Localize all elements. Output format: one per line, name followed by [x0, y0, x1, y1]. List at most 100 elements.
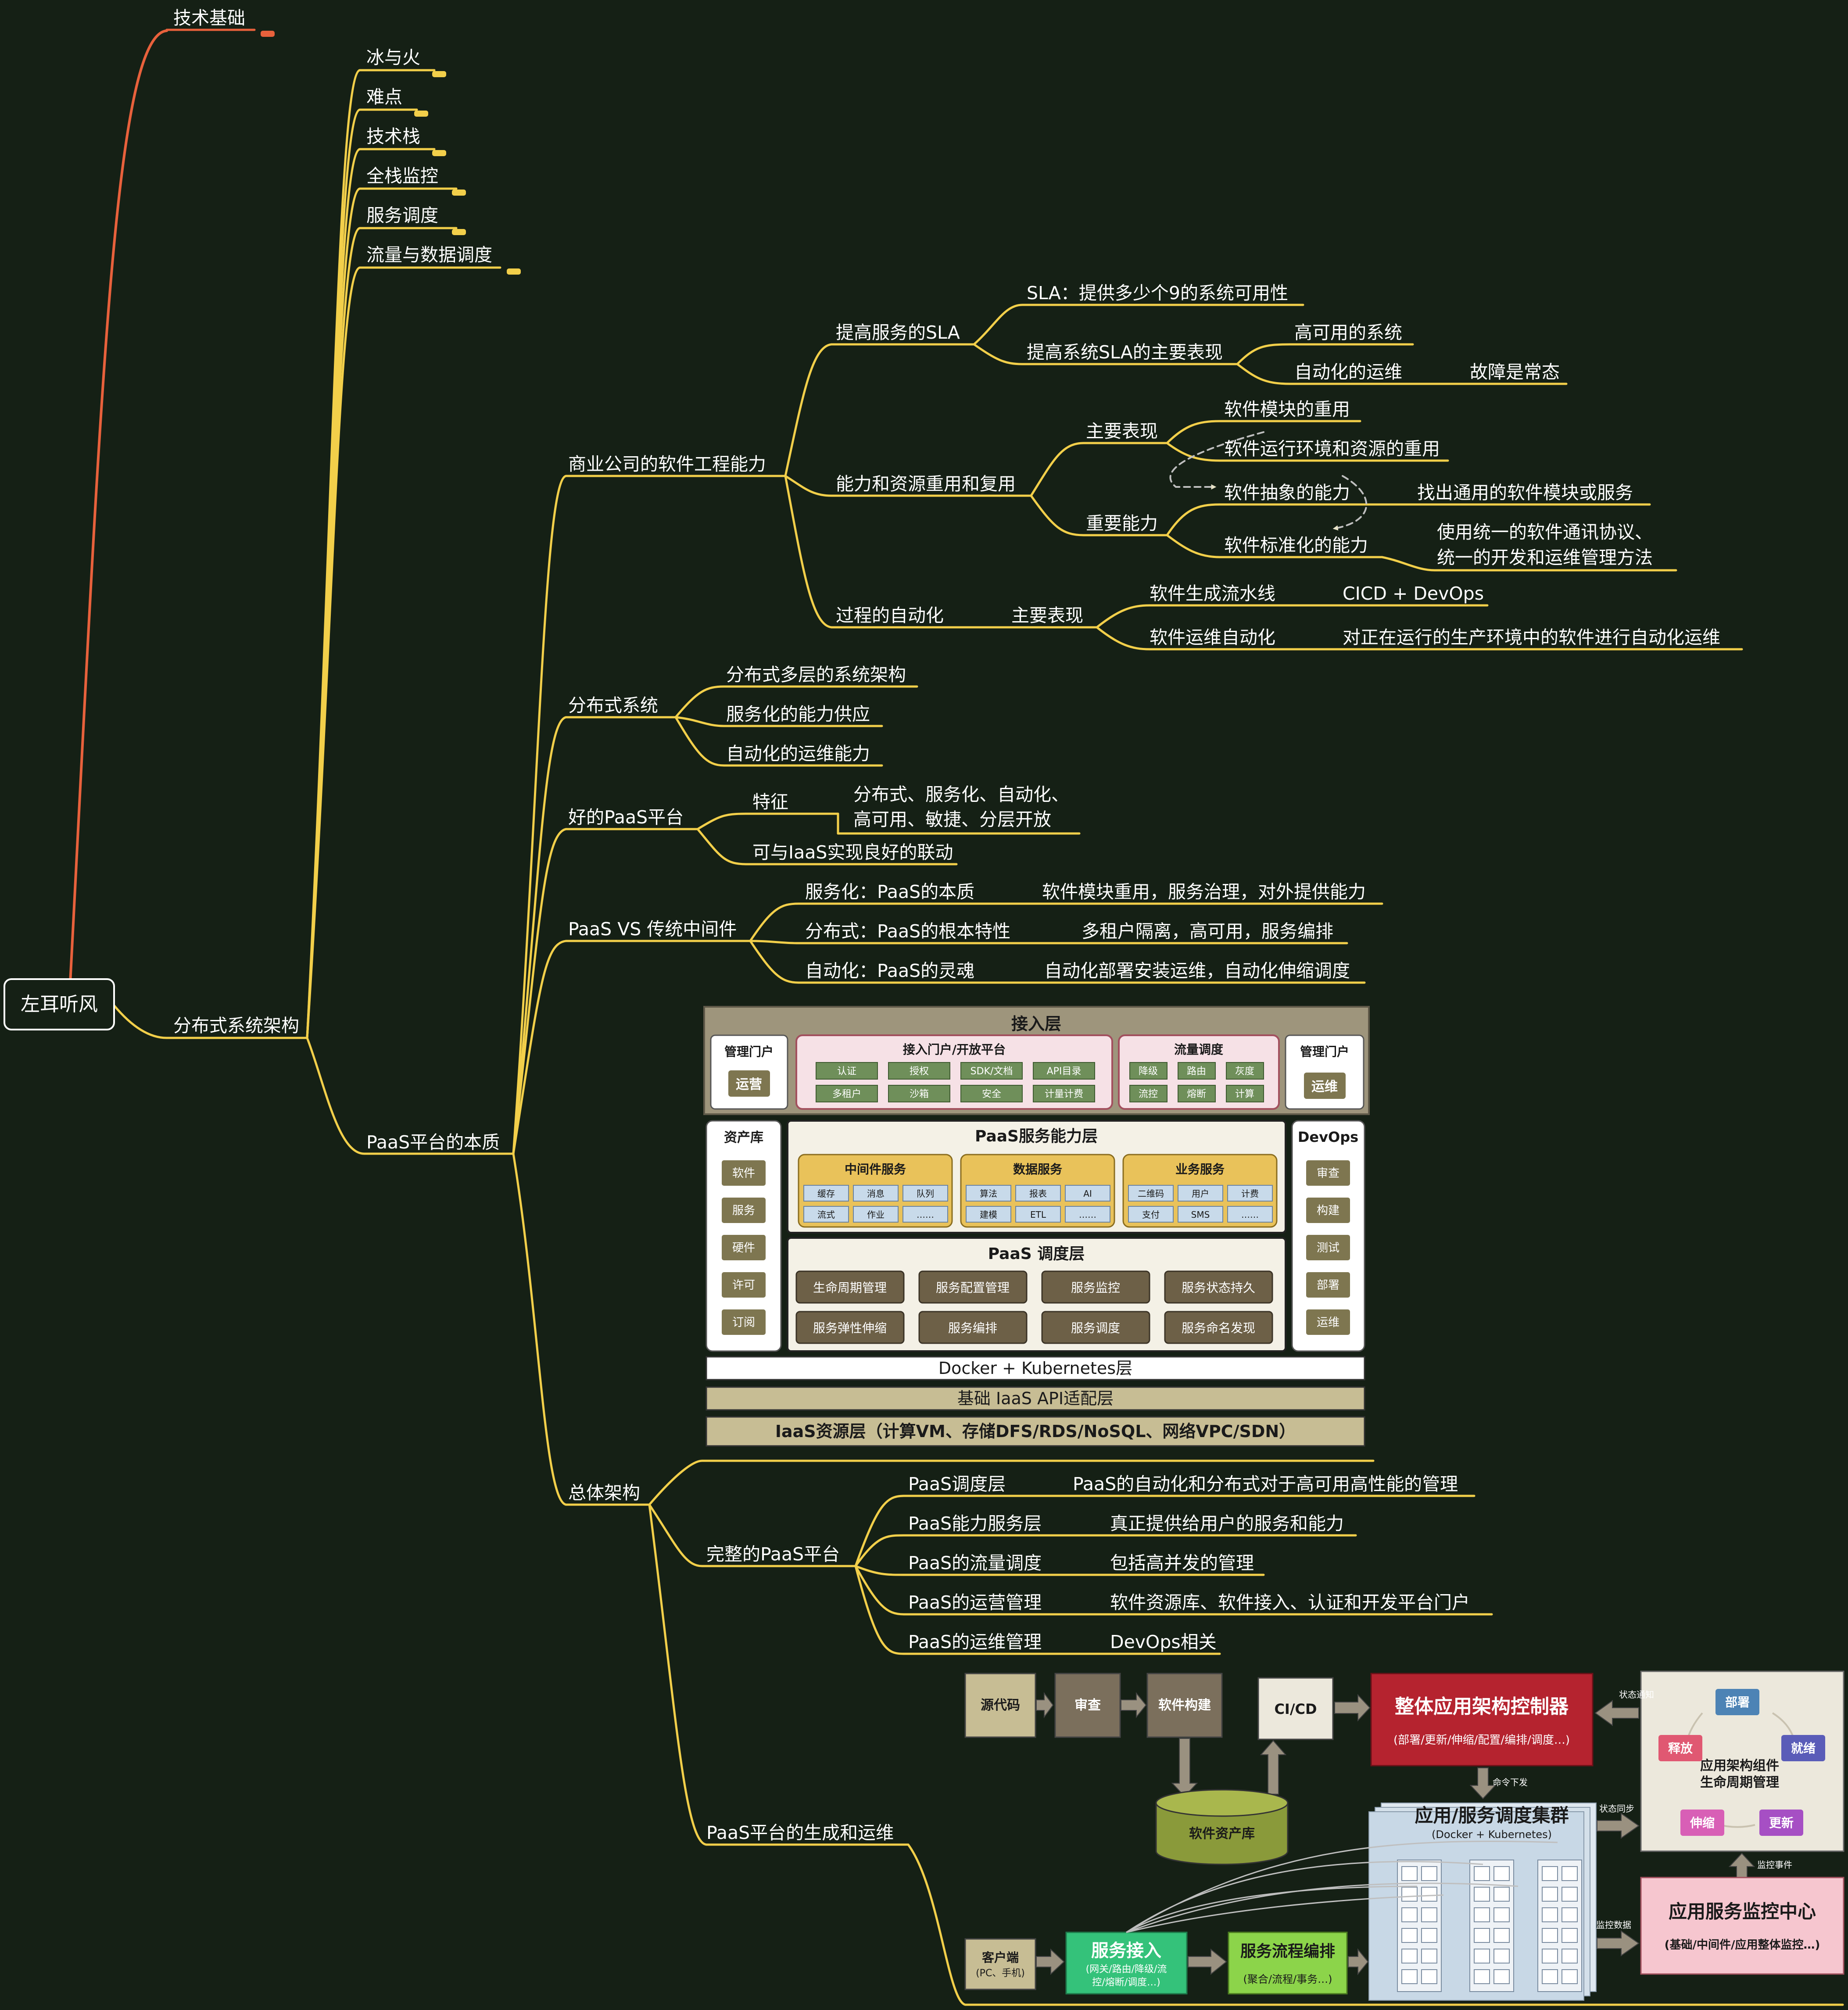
portal-item-box [888, 1085, 950, 1102]
node-vs-3b[interactable]: 自动化部署安装运维，自动化伸缩调度 [1044, 960, 1350, 981]
node-full-stack-monitor[interactable]: 全栈监控 [366, 165, 438, 186]
node-vs-2b[interactable]: 多租户隔离，高可用，服务编排 [1082, 921, 1333, 942]
scheduling-item: 服务编排 [948, 1321, 997, 1335]
node-reuse-key-2a-line1[interactable]: 使用统一的软件通讯协议、 [1437, 522, 1653, 543]
cluster-cell [1542, 1949, 1558, 1964]
node-reuse-key-2a-line2[interactable]: 统一的开发和运维管理方法 [1437, 547, 1653, 568]
node-service-scheduling[interactable]: 服务调度 [366, 205, 438, 226]
node-vs-1b[interactable]: 软件模块重用，服务治理，对外提供能力 [1042, 881, 1366, 902]
node-dist-system[interactable]: 分布式系统 [568, 695, 658, 716]
node-full-3b[interactable]: 包括高并发的管理 [1110, 1552, 1254, 1574]
node-full-2a[interactable]: PaaS能力服务层 [908, 1513, 1042, 1534]
cluster-cell [1493, 1907, 1510, 1922]
paas-flow-diagram: 源代码 审查 软件构建 CI/CD 软件资产库 整体应用架构控制器 (部署/更新… [964, 1670, 1844, 2001]
node-auto-2[interactable]: 软件运维自动化 [1150, 627, 1275, 648]
node-sla-2a[interactable]: 高可用的系统 [1294, 322, 1402, 343]
cluster-cell [1474, 1907, 1490, 1922]
node-vs[interactable]: PaaS VS 传统中间件 [568, 919, 737, 940]
node-full-4b[interactable]: 软件资源库、软件接入、认证和开发平台门户 [1110, 1592, 1470, 1613]
node-good-feat-line2[interactable]: 高可用、敏捷、分层开放 [853, 809, 1051, 830]
node-auto-main[interactable]: 主要表现 [1011, 605, 1083, 626]
capability-item: …… [917, 1209, 934, 1220]
node-full-1a[interactable]: PaaS调度层 [908, 1474, 1006, 1495]
node-good-iaas[interactable]: 可与IaaS实现良好的联动 [752, 842, 953, 863]
node-reuse-key[interactable]: 重要能力 [1086, 513, 1158, 534]
portal-item-box [960, 1085, 1023, 1102]
capability-item: 队列 [917, 1188, 934, 1199]
node-reuse-key-1[interactable]: 软件抽象的能力 [1224, 482, 1350, 503]
capability-item: 流式 [817, 1209, 835, 1220]
scheduling-item-box [795, 1311, 905, 1344]
scheduling-item-box [1041, 1311, 1150, 1344]
node-full-4a[interactable]: PaaS的运营管理 [908, 1592, 1042, 1613]
node-tech-stack[interactable]: 技术栈 [366, 126, 420, 147]
capability-item-box [1227, 1185, 1273, 1202]
capability-item: SMS [1191, 1209, 1210, 1220]
node-tech-basics[interactable]: 技术基础 [173, 7, 245, 29]
monitor-sub: (基础/中间件/应用整体监控…) [1665, 1938, 1820, 1952]
node-sla-2b-1[interactable]: 故障是常态 [1470, 361, 1560, 383]
portal-item: 计量计费 [1045, 1089, 1083, 1100]
node-ice-fire[interactable]: 冰与火 [366, 47, 420, 68]
node-sla[interactable]: 提高服务的SLA [836, 322, 960, 343]
traffic-item-box [1129, 1085, 1168, 1102]
node-automation[interactable]: 过程的自动化 [836, 605, 944, 626]
lifecycle-item: 更新 [1769, 1816, 1794, 1830]
cluster-grid [1397, 1860, 1582, 1992]
devops-item-box [1306, 1272, 1350, 1298]
collapse-indicators[interactable] [261, 31, 521, 275]
capability-item: …… [1241, 1209, 1259, 1220]
root-node[interactable]: 左耳听风 [4, 978, 115, 1030]
node-good-paas[interactable]: 好的PaaS平台 [568, 807, 684, 828]
node-auto-1[interactable]: 软件生成流水线 [1150, 583, 1275, 604]
arrow-cmd-label: 命令下发 [1493, 1777, 1528, 1788]
node-auto-2a[interactable]: 对正在运行的生产环境中的软件进行自动化运维 [1343, 627, 1720, 648]
cluster-cell [1474, 1949, 1490, 1964]
node-eng-capability[interactable]: 商业公司的软件工程能力 [568, 454, 766, 475]
node-reuse-main-1[interactable]: 软件模块的重用 [1224, 399, 1350, 420]
node-vs-2a[interactable]: 分布式：PaaS的根本特性 [805, 921, 1010, 942]
node-sla-1[interactable]: SLA：提供多少个9的系统可用性 [1027, 283, 1288, 304]
node-sla-2[interactable]: 提高系统SLA的主要表现 [1027, 342, 1223, 363]
portal-item: 沙箱 [910, 1089, 929, 1100]
node-full-5b[interactable]: DevOps相关 [1110, 1631, 1217, 1652]
node-traffic-data-scheduling[interactable]: 流量与数据调度 [366, 244, 492, 265]
capability-item: 二维码 [1138, 1188, 1164, 1199]
node-full-paas[interactable]: 完整的PaaS平台 [706, 1544, 840, 1565]
node-dist-1[interactable]: 分布式多层的系统架构 [726, 664, 906, 685]
node-reuse-key-1a[interactable]: 找出通用的软件模块或服务 [1417, 482, 1633, 503]
node-reuse[interactable]: 能力和资源重用和复用 [836, 473, 1016, 494]
node-generation-ops[interactable]: PaaS平台的生成和运维 [706, 1822, 894, 1843]
traffic-title: 流量调度 [1174, 1042, 1223, 1057]
node-full-2b[interactable]: 真正提供给用户的服务和能力 [1110, 1513, 1344, 1534]
traffic-item-box [1178, 1085, 1216, 1102]
node-vs-1a[interactable]: 服务化：PaaS的本质 [805, 881, 974, 902]
capability-item-box [1128, 1206, 1174, 1223]
devops-title: DevOps [1298, 1129, 1358, 1145]
lifecycle-item: 释放 [1668, 1741, 1693, 1756]
node-good-feat-line1[interactable]: 分布式、服务化、自动化、 [853, 784, 1069, 805]
mgmt-portal-left: 管理门户 [724, 1044, 774, 1059]
node-reuse-main[interactable]: 主要表现 [1086, 421, 1158, 442]
node-reuse-main-2[interactable]: 软件运行环境和资源的重用 [1224, 438, 1440, 459]
node-good-feat[interactable]: 特征 [752, 791, 788, 812]
capability-item-box [1178, 1206, 1223, 1223]
node-paas-essence[interactable]: PaaS平台的本质 [366, 1132, 500, 1153]
node-difficulties[interactable]: 难点 [366, 86, 402, 107]
lifecycle-item-box [1759, 1810, 1803, 1836]
node-full-5a[interactable]: PaaS的运维管理 [908, 1631, 1042, 1652]
lifecycle-item-box [1680, 1810, 1724, 1836]
node-overall-arch[interactable]: 总体架构 [568, 1482, 640, 1503]
node-dist-3[interactable]: 自动化的运维能力 [726, 743, 870, 764]
node-full-1b[interactable]: PaaS的自动化和分布式对于高可用高性能的管理 [1073, 1474, 1458, 1495]
node-vs-3a[interactable]: 自动化：PaaS的灵魂 [805, 960, 974, 981]
node-distributed-arch[interactable]: 分布式系统架构 [173, 1015, 299, 1036]
controller-title: 整体应用架构控制器 [1395, 1695, 1569, 1718]
node-auto-1a[interactable]: CICD + DevOps [1343, 583, 1484, 604]
node-dist-2[interactable]: 服务化的能力供应 [726, 704, 870, 725]
node-sla-2b[interactable]: 自动化的运维 [1294, 361, 1402, 383]
node-full-3a[interactable]: PaaS的流量调度 [908, 1552, 1042, 1574]
node-reuse-key-2[interactable]: 软件标准化的能力 [1224, 535, 1368, 556]
